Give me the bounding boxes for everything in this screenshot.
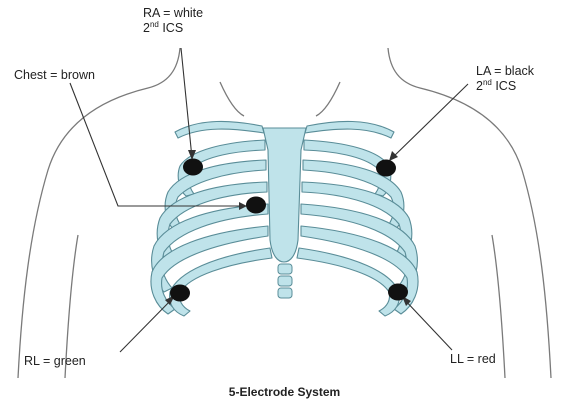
chest-label: Chest = brown xyxy=(14,68,95,83)
ra-pos-suffix: ICS xyxy=(159,21,183,35)
ra-pos-sup: nd xyxy=(150,20,159,29)
electrode-ll xyxy=(388,284,408,301)
ra-label: RA = white 2nd ICS xyxy=(143,6,203,36)
spine xyxy=(278,264,292,298)
ra-label-position: 2nd ICS xyxy=(143,21,203,36)
ra-pos-prefix: 2 xyxy=(143,21,150,35)
electrode-rl xyxy=(170,285,190,302)
rl-label: RL = green xyxy=(24,354,86,369)
diagram-caption: 5-Electrode System xyxy=(0,385,569,399)
ra-label-name: RA = white xyxy=(143,6,203,21)
la-label-position: 2nd ICS xyxy=(476,79,534,94)
left-clavicle xyxy=(305,121,394,138)
ra-leader xyxy=(181,48,192,158)
sternum xyxy=(263,128,306,262)
ll-label: LL = red xyxy=(450,352,496,367)
electrode-chest xyxy=(246,197,266,214)
la-pos-suffix: ICS xyxy=(492,79,516,93)
rl-leader xyxy=(120,296,175,352)
la-pos-prefix: 2 xyxy=(476,79,483,93)
electrode-ra xyxy=(183,159,203,176)
ll-leader xyxy=(402,297,452,350)
la-pos-sup: nd xyxy=(483,78,492,87)
la-label: LA = black 2nd ICS xyxy=(476,64,534,94)
electrode-la xyxy=(376,160,396,177)
la-label-name: LA = black xyxy=(476,64,534,79)
la-leader xyxy=(390,84,468,160)
